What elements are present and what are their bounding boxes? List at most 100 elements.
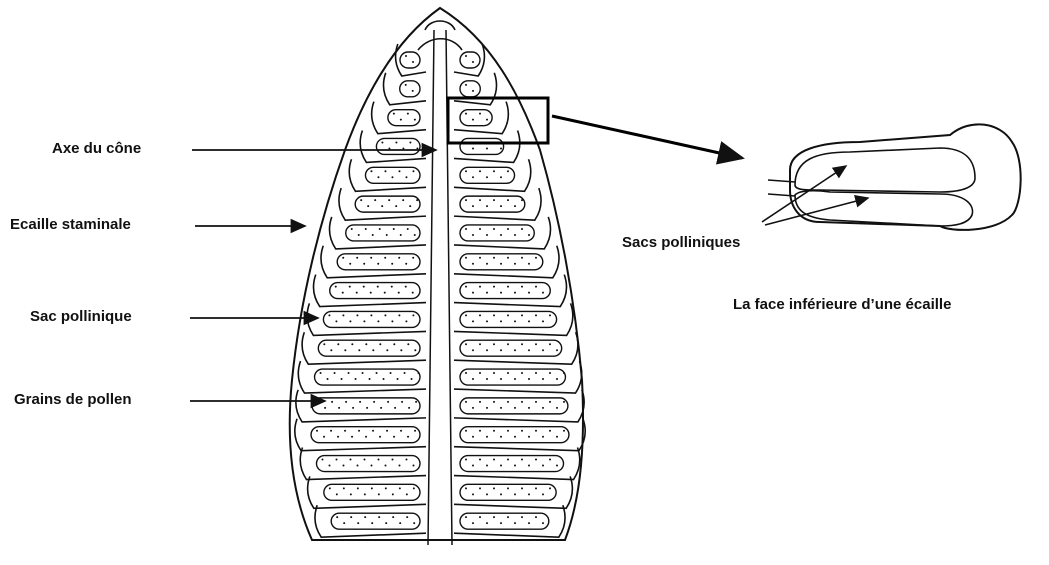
enlarged-scale-body: [790, 124, 1021, 230]
pollen-grain: [507, 314, 509, 316]
pollen-grain: [334, 372, 336, 374]
pollen-grain: [479, 199, 481, 201]
pollen-grain: [349, 320, 351, 322]
pollen-sac: [460, 138, 504, 154]
pollen-grain: [413, 522, 415, 524]
pollen-grain: [401, 401, 403, 403]
pollen-grain: [514, 436, 516, 438]
pollen-grain: [384, 170, 386, 172]
pollen-grain: [357, 522, 359, 524]
pollen-grain: [331, 401, 333, 403]
pollen-grain: [479, 516, 481, 518]
pollen-grain: [500, 263, 502, 265]
pollen-grain: [465, 257, 467, 259]
pollen-grain: [337, 343, 339, 345]
pollen-grain: [549, 372, 551, 374]
pollen-grain: [381, 141, 383, 143]
pollen-grain: [479, 459, 481, 461]
pollen-grain: [563, 401, 565, 403]
pollen-sac: [460, 456, 564, 472]
pollen-sac: [331, 513, 420, 529]
pollen-grain: [500, 176, 502, 178]
pollen-grain: [528, 407, 530, 409]
pollen-grain: [542, 349, 544, 351]
pollen-grain: [472, 90, 474, 92]
pollen-grain: [405, 459, 407, 461]
pollen-grain: [365, 436, 367, 438]
pollen-grain: [528, 378, 530, 380]
pollen-grain: [542, 292, 544, 294]
pollen-grain: [336, 516, 338, 518]
pollen-sac: [337, 254, 420, 270]
pollen-grain: [500, 436, 502, 438]
pollen-grain: [465, 459, 467, 461]
pollen-grain: [379, 228, 381, 230]
pollen-grain: [411, 378, 413, 380]
pollen-grain: [407, 113, 409, 115]
pollen-grain: [398, 465, 400, 467]
pollen-grain: [391, 263, 393, 265]
pollen-grain: [384, 314, 386, 316]
pollen-grain: [479, 113, 481, 115]
pollen-grain: [377, 459, 379, 461]
pollen-grain: [500, 493, 502, 495]
pollen-grain: [472, 378, 474, 380]
pollen-grain: [507, 401, 509, 403]
pollen-grain: [542, 493, 544, 495]
pollen-sac: [460, 513, 549, 529]
pollen-sac: [460, 283, 550, 299]
pollen-grain: [356, 292, 358, 294]
pollen-grain: [394, 407, 396, 409]
pollen-sac: [400, 81, 420, 97]
zoom-arrow: [552, 116, 742, 158]
pollen-grain: [507, 257, 509, 259]
pollen-sac: [376, 138, 420, 154]
pollen-grain: [514, 378, 516, 380]
pollen-grain: [472, 263, 474, 265]
pollen-sac: [355, 196, 420, 212]
pollen-grain: [493, 228, 495, 230]
pollen-grain: [370, 465, 372, 467]
pollen-grain: [376, 372, 378, 374]
pollen-grain: [407, 436, 409, 438]
pollen-grain: [416, 199, 418, 201]
pollen-grain: [507, 170, 509, 172]
pollen-grain: [365, 228, 367, 230]
pollen-grain: [472, 407, 474, 409]
pollen-sac: [460, 254, 543, 270]
pollen-grain: [472, 61, 474, 63]
pollen-grain: [359, 401, 361, 403]
pollen-grain: [493, 430, 495, 432]
pollen-grain: [493, 314, 495, 316]
pollen-grain: [465, 84, 467, 86]
pollen-grain: [563, 430, 565, 432]
pollen-grain: [521, 257, 523, 259]
pollen-grain: [514, 292, 516, 294]
pollen-grain: [363, 320, 365, 322]
pollen-grain: [357, 487, 359, 489]
pollen-grain: [335, 320, 337, 322]
pollen-grain: [521, 487, 523, 489]
pollen-grain: [400, 119, 402, 121]
pollen-grain: [528, 320, 530, 322]
pollen-grain: [335, 286, 337, 288]
pollen-grain: [479, 343, 481, 345]
pollen-grain: [528, 292, 530, 294]
pollen-grain: [337, 436, 339, 438]
pollen-grain: [341, 378, 343, 380]
pollen-grain: [507, 228, 509, 230]
pollen-grain: [370, 292, 372, 294]
pollen-sac: [323, 311, 420, 327]
pollen-sac: [460, 225, 534, 241]
pollen-sac: [460, 427, 569, 443]
pollen-grain: [521, 286, 523, 288]
pollen-grain: [542, 436, 544, 438]
pollen-grain: [479, 286, 481, 288]
pollen-grain: [405, 286, 407, 288]
label-staminal-scale: Ecaille staminale: [10, 216, 131, 234]
pollen-grain: [514, 205, 516, 207]
pollen-sac: [460, 196, 525, 212]
pollen-grain: [370, 170, 372, 172]
pollen-grain: [395, 205, 397, 207]
pollen-grain: [393, 113, 395, 115]
